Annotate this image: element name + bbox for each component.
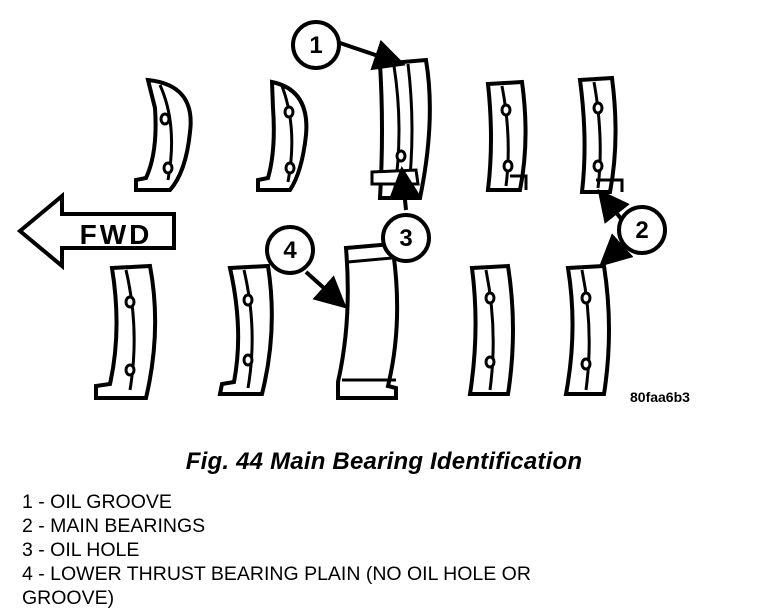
legend-item: 1 - OIL GROOVE <box>22 491 172 513</box>
callout-2-number: 2 <box>635 217 648 244</box>
callout-2-leader-upper <box>597 188 630 224</box>
image-code: 80faa6b3 <box>630 389 690 405</box>
callout-3-leader <box>388 166 421 211</box>
upper-bearing-5 <box>577 75 624 194</box>
bearing-diagram: FWD <box>16 20 690 405</box>
callout-1-leader <box>339 39 406 71</box>
callout-2: 2 <box>617 205 667 255</box>
fwd-label: FWD <box>80 219 153 250</box>
figure-caption: Fig. 44 Main Bearing Identification <box>185 448 583 475</box>
legend-item: 4 - LOWER THRUST BEARING PLAIN (NO OIL H… <box>22 563 531 609</box>
lower-thrust-bearing-plain <box>336 241 400 400</box>
lower-bearing-2 <box>217 263 274 396</box>
callout-1-number: 1 <box>309 32 322 59</box>
legend-item: 3 - OIL HOLE <box>22 539 140 561</box>
callout-4-number: 4 <box>283 237 297 264</box>
callout-2-leader-lower <box>599 233 634 267</box>
upper-bearing-1 <box>134 77 193 192</box>
fwd-arrow-icon: FWD <box>16 191 176 271</box>
lower-bearing-1 <box>94 263 158 400</box>
lower-bearing-5 <box>563 263 611 396</box>
upper-bearing-2 <box>256 79 309 192</box>
upper-bearing-4 <box>485 79 528 192</box>
callout-4: 4 <box>265 225 315 275</box>
legend-list: 1 - OIL GROOVE 2 - MAIN BEARINGS 3 - OIL… <box>22 490 622 610</box>
callout-3: 3 <box>381 213 431 263</box>
callout-4-leader <box>304 270 347 309</box>
callout-3-number: 3 <box>399 225 412 252</box>
callout-1: 1 <box>291 20 341 70</box>
legend-item: 2 - MAIN BEARINGS <box>22 515 206 537</box>
lower-bearing-4 <box>467 263 515 396</box>
